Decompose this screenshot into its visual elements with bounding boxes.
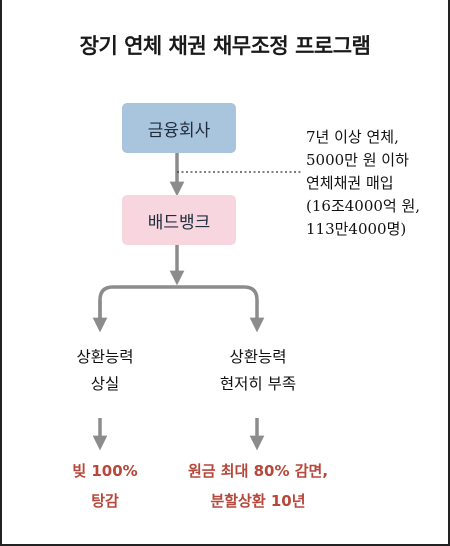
right-branch-label: 상환능력 현저히 부족 <box>188 344 328 398</box>
split-bracket <box>98 285 265 333</box>
right-result: 원금 최대 80% 감면, 분할상환 10년 <box>168 456 348 516</box>
bad-bank-label: 배드뱅크 <box>147 212 211 233</box>
right-result-line: 원금 최대 80% 감면, <box>187 462 329 480</box>
left-result-line: 탕감 <box>91 492 119 510</box>
left-result-line: 빚 100% <box>72 462 138 480</box>
left-branch-label-line: 상환능력 <box>76 348 134 366</box>
right-result-line: 분할상환 10년 <box>210 492 306 510</box>
right-branch-label-line: 상환능력 <box>229 348 287 366</box>
note-line: 113만4000명) <box>306 220 407 238</box>
right-branch-label-line: 현저히 부족 <box>219 375 297 393</box>
finance-company-box: 금융회사 <box>122 103 236 153</box>
diagram-title: 장기 연체 채권 채무조정 프로그램 <box>79 34 371 58</box>
left-branch-label-line: 상실 <box>90 375 120 393</box>
note-line: 5000만 원 이하 <box>306 151 409 169</box>
left-result: 빚 100% 탕감 <box>45 456 165 516</box>
left-branch-label: 상환능력 상실 <box>40 344 170 398</box>
note-line: (16조4000억 원, <box>306 197 421 215</box>
note-line: 7년 이상 연체, <box>306 128 399 146</box>
purchase-note: 7년 이상 연체, 5000만 원 이하 연체채권 매입 (16조4000억 원… <box>306 126 446 241</box>
bad-bank-box: 배드뱅크 <box>122 195 236 245</box>
finance-company-label: 금융회사 <box>147 120 211 141</box>
note-line: 연체채권 매입 <box>306 174 394 192</box>
